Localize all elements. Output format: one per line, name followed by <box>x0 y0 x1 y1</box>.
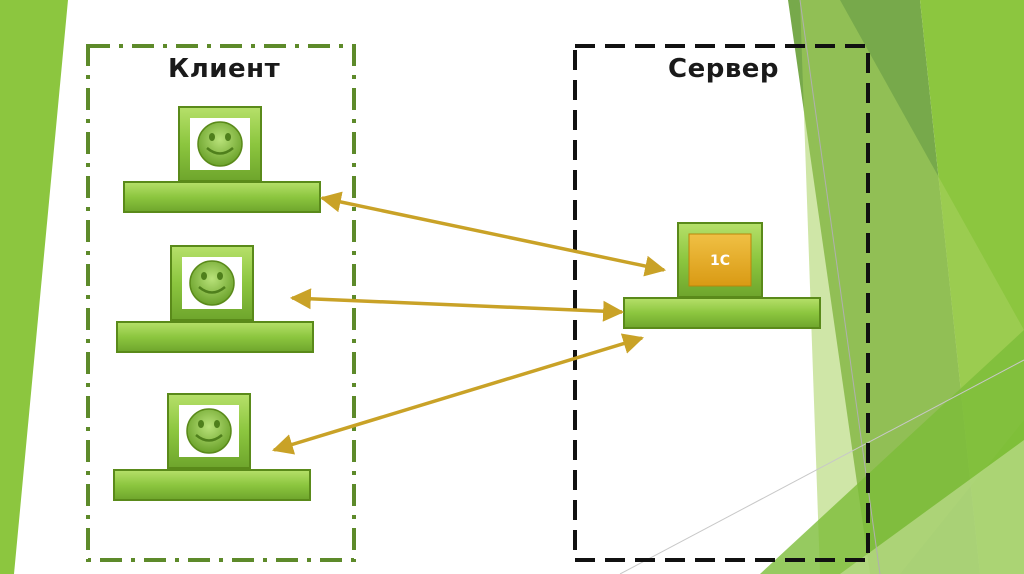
computer-base <box>116 321 314 353</box>
connection-arrow-3 <box>271 333 645 455</box>
connection-arrow-2 <box>289 288 625 322</box>
client-computer-3 <box>113 393 311 501</box>
smiley-icon <box>197 121 243 167</box>
left-green-stripe <box>0 0 68 574</box>
server-computer <box>623 222 821 329</box>
smiley-icon <box>186 408 232 454</box>
server-group-title: Сервер <box>668 54 780 84</box>
computer-base <box>123 181 321 213</box>
computer-base <box>623 297 821 329</box>
client-group-title: Клиент <box>168 54 281 84</box>
computer-base <box>113 469 311 501</box>
client-computer-2 <box>116 245 314 353</box>
bottom-right-light-triangle <box>840 440 1024 574</box>
client-computer-1 <box>123 106 321 213</box>
server-app-label: 1С <box>710 253 731 269</box>
smiley-icon <box>189 260 235 306</box>
client-group-border <box>86 44 356 562</box>
server-app-screen <box>688 233 752 287</box>
thin-line-2 <box>619 359 1024 574</box>
connection-arrow-1 <box>319 191 667 277</box>
